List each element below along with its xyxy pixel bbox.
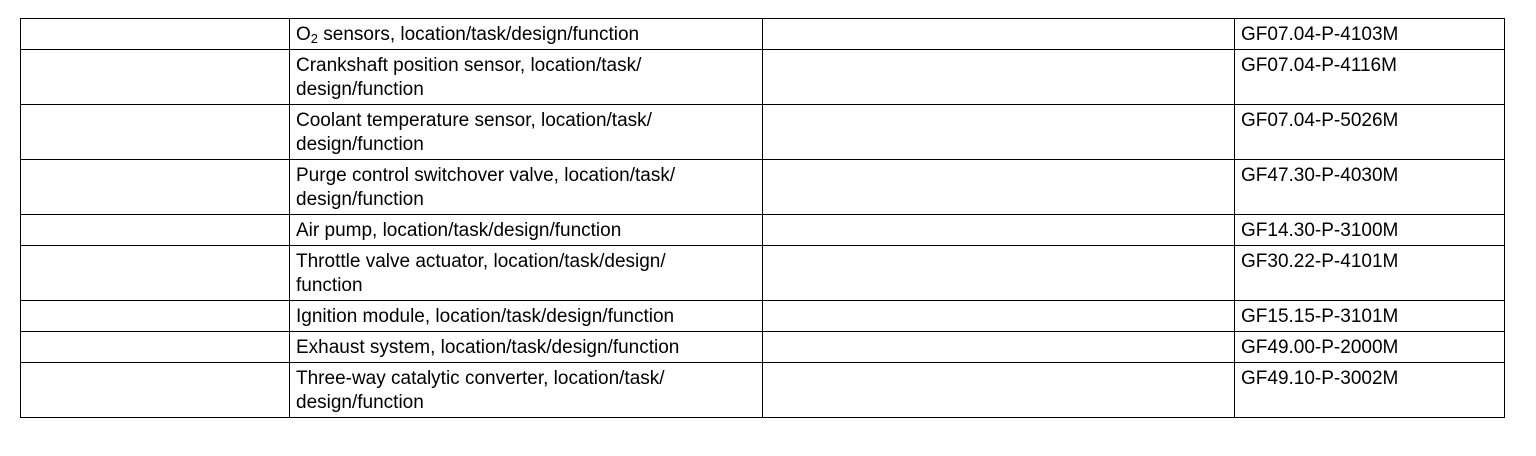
description-cell: Purge control switchover valve, location… — [289, 159, 763, 215]
blank-cell — [762, 331, 1235, 363]
blank-cell — [20, 362, 290, 418]
table-row: Crankshaft position sensor, location/tas… — [20, 49, 1505, 105]
table-row: Exhaust system, location/task/design/fun… — [20, 331, 1505, 363]
reference-table-body: O2 sensors, location/task/design/functio… — [20, 18, 1505, 418]
document-code-cell: GF14.30-P-3100M — [1234, 214, 1505, 246]
description-line: O2 sensors, location/task/design/functio… — [296, 23, 756, 47]
document-code-cell: GF49.00-P-2000M — [1234, 331, 1505, 363]
description-cell: Throttle valve actuator, location/task/d… — [289, 245, 763, 301]
blank-cell — [762, 104, 1235, 160]
document-code-cell: GF49.10-P-3002M — [1234, 362, 1505, 418]
table-row: Purge control switchover valve, location… — [20, 159, 1505, 215]
table-row: Air pump, location/task/design/function G… — [20, 214, 1505, 246]
description-line: Crankshaft position sensor, location/tas… — [296, 55, 642, 76]
document-code-cell: GF47.30-P-4030M — [1234, 159, 1505, 215]
description-cell: Air pump, location/task/design/function — [289, 214, 763, 246]
blank-cell — [20, 214, 290, 246]
blank-cell — [20, 331, 290, 363]
table-row: O2 sensors, location/task/design/functio… — [20, 18, 1505, 50]
blank-cell — [762, 49, 1235, 105]
blank-cell — [762, 18, 1235, 50]
chemical-symbol: O — [296, 24, 311, 45]
description-line: Ignition module, location/task/design/fu… — [296, 306, 675, 327]
description-line: Purge control switchover valve, location… — [296, 165, 676, 186]
blank-cell — [20, 159, 290, 215]
blank-cell — [20, 245, 290, 301]
description-line: function — [296, 275, 363, 296]
description-cell: Three-way catalytic converter, location/… — [289, 362, 763, 418]
table-row: Ignition module, location/task/design/fu… — [20, 300, 1505, 332]
description-line: design/function — [296, 79, 424, 100]
description-cell: Exhaust system, location/task/design/fun… — [289, 331, 763, 363]
document-code-cell: GF07.04-P-5026M — [1234, 104, 1505, 160]
blank-cell — [20, 104, 290, 160]
blank-cell — [20, 300, 290, 332]
subscript-number: 2 — [310, 31, 319, 46]
blank-cell — [20, 49, 290, 105]
table-row: Coolant temperature sensor, location/tas… — [20, 104, 1505, 160]
document-code-cell: GF30.22-P-4101M — [1234, 245, 1505, 301]
description-cell: O2 sensors, location/task/design/functio… — [289, 18, 763, 50]
document-code-cell: GF07.04-P-4103M — [1234, 18, 1505, 50]
blank-cell — [762, 214, 1235, 246]
document-code-cell: GF15.15-P-3101M — [1234, 300, 1505, 332]
description-line: Coolant temperature sensor, location/tas… — [296, 110, 652, 131]
description-cell: Coolant temperature sensor, location/tas… — [289, 104, 763, 160]
reference-table: O2 sensors, location/task/design/functio… — [20, 18, 1505, 418]
table-row: Throttle valve actuator, location/task/d… — [20, 245, 1505, 301]
description-cell: Crankshaft position sensor, location/tas… — [289, 49, 763, 105]
blank-cell — [762, 362, 1235, 418]
description-text: sensors, location/task/design/function — [318, 24, 640, 45]
blank-cell — [20, 18, 290, 50]
blank-cell — [762, 300, 1235, 332]
description-line: Throttle valve actuator, location/task/d… — [296, 251, 666, 272]
document-code-cell: GF07.04-P-4116M — [1234, 49, 1505, 105]
description-line: design/function — [296, 134, 424, 155]
description-line: Three-way catalytic converter, location/… — [296, 368, 665, 389]
description-cell: Ignition module, location/task/design/fu… — [289, 300, 763, 332]
description-line: Air pump, location/task/design/function — [296, 220, 622, 241]
table-row: Three-way catalytic converter, location/… — [20, 362, 1505, 418]
blank-cell — [762, 245, 1235, 301]
blank-cell — [762, 159, 1235, 215]
description-line: design/function — [296, 392, 424, 413]
description-line: Exhaust system, location/task/design/fun… — [296, 337, 680, 358]
description-line: design/function — [296, 189, 424, 210]
